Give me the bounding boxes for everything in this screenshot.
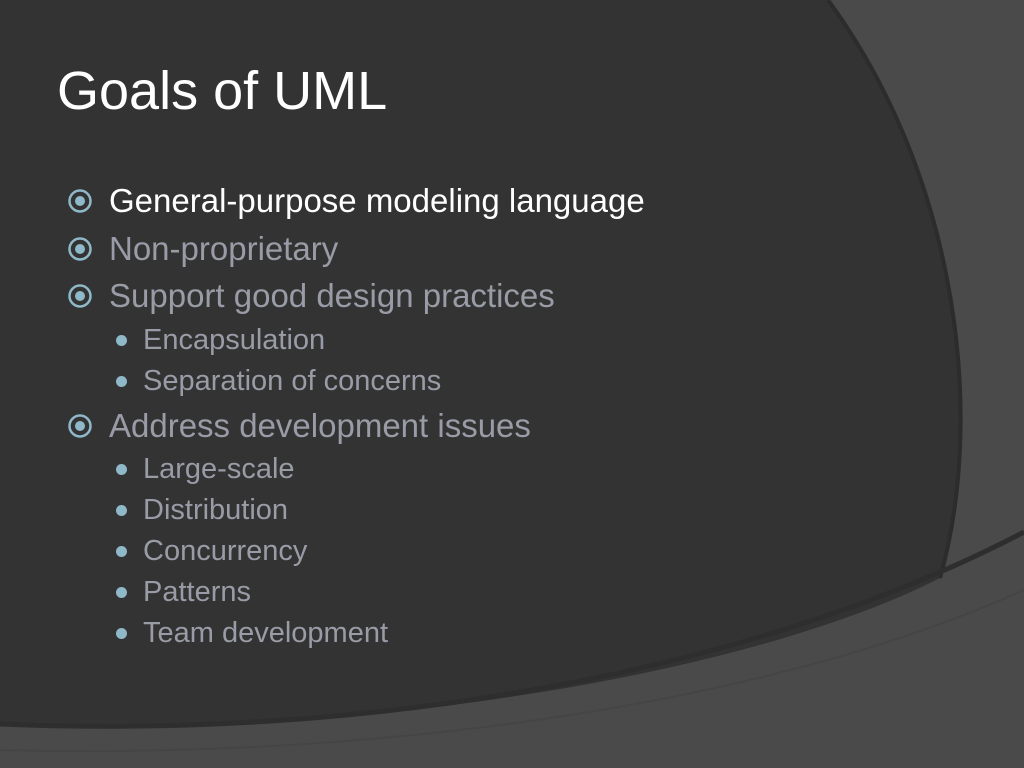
dot-icon: [116, 627, 127, 639]
dot-icon: [116, 334, 127, 346]
bullet-text: Team development: [143, 616, 389, 649]
dot-icon: [116, 463, 127, 475]
sub-bullet-item: Large-scale: [116, 450, 295, 488]
dot-icon: [116, 504, 127, 516]
sub-bullet-item: Encapsulation: [116, 321, 325, 359]
circled-dot-icon: [68, 237, 92, 261]
bullet-text: Encapsulation: [143, 323, 326, 356]
bullet-text: General-purpose modeling language: [109, 182, 645, 219]
bullet-item: Address development issues: [66, 404, 531, 448]
sub-bullet-item: Concurrency: [116, 532, 307, 570]
bullet-text: Support good design practices: [109, 277, 555, 314]
dot-icon: [116, 545, 127, 557]
bullet-text: Patterns: [143, 575, 251, 608]
sub-bullet-item: Separation of concerns: [116, 362, 441, 400]
dot-icon: [116, 586, 127, 598]
bullet-text: Non-proprietary: [109, 230, 339, 267]
circled-dot-icon: [68, 284, 92, 308]
bullet-text: Address development issues: [109, 407, 531, 444]
dot-icon: [116, 375, 127, 387]
bullet-text: Concurrency: [143, 534, 308, 567]
sub-bullet-item: Patterns: [116, 573, 251, 611]
circled-dot-icon: [68, 414, 92, 438]
bullet-text: Distribution: [143, 493, 289, 526]
slide-title: Goals of UML: [57, 61, 388, 121]
bullet-item: Non-proprietary: [66, 227, 338, 271]
circled-dot-icon: [68, 189, 92, 213]
sub-bullet-item: Team development: [116, 614, 388, 652]
bullet-item: Support good design practices: [66, 274, 555, 318]
bullet-item: General-purpose modeling language: [66, 179, 645, 223]
bullet-text: Separation of concerns: [143, 364, 442, 397]
bullet-text: Large-scale: [143, 452, 295, 485]
sub-bullet-item: Distribution: [116, 491, 288, 529]
